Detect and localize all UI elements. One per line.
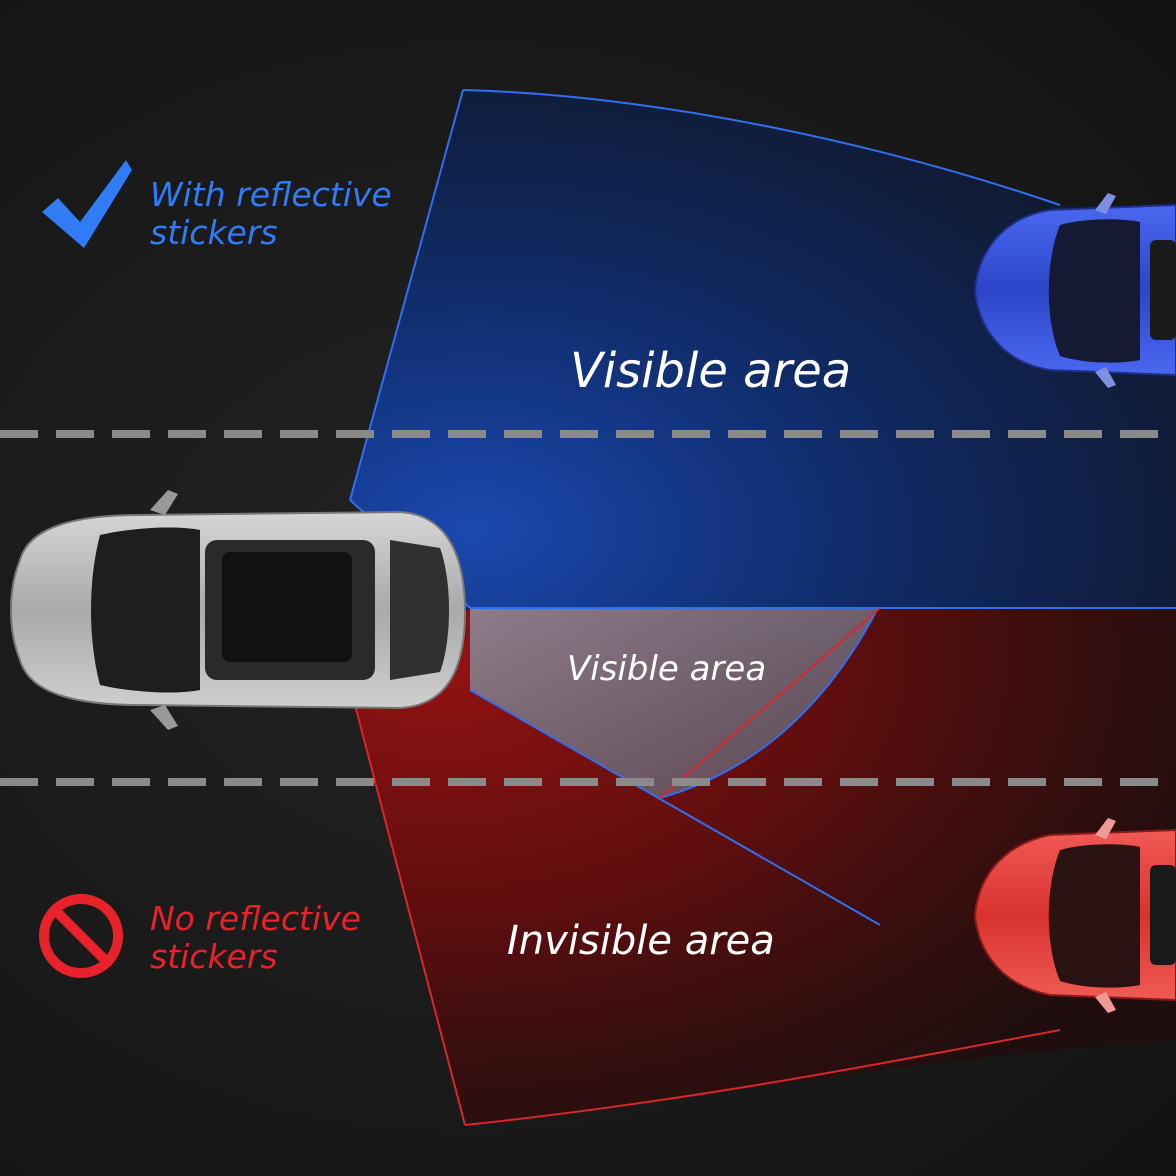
legend-with-line1: With reflective xyxy=(150,175,392,214)
red-car xyxy=(973,818,1176,1013)
blue-car xyxy=(973,193,1176,388)
red-boundaries xyxy=(354,607,1061,1126)
invisible-area-label: Invisible area xyxy=(507,918,775,964)
legend-without-line2: stickers xyxy=(150,936,278,976)
visible-area-near-label: Visible area xyxy=(567,649,767,689)
no-entry-icon xyxy=(39,894,123,978)
legend-with-stickers: With reflective stickers xyxy=(150,176,392,252)
visible-zone-near xyxy=(470,608,878,798)
check-icon xyxy=(42,160,132,248)
visible-area-far-label: Visible area xyxy=(570,343,852,399)
legend-no-stickers: No reflective stickers xyxy=(150,900,361,976)
visible-zone-far xyxy=(350,90,1176,608)
legend-with-line2: stickers xyxy=(150,212,278,252)
silver-car xyxy=(10,490,467,730)
legend-without-line1: No reflective xyxy=(150,899,361,938)
